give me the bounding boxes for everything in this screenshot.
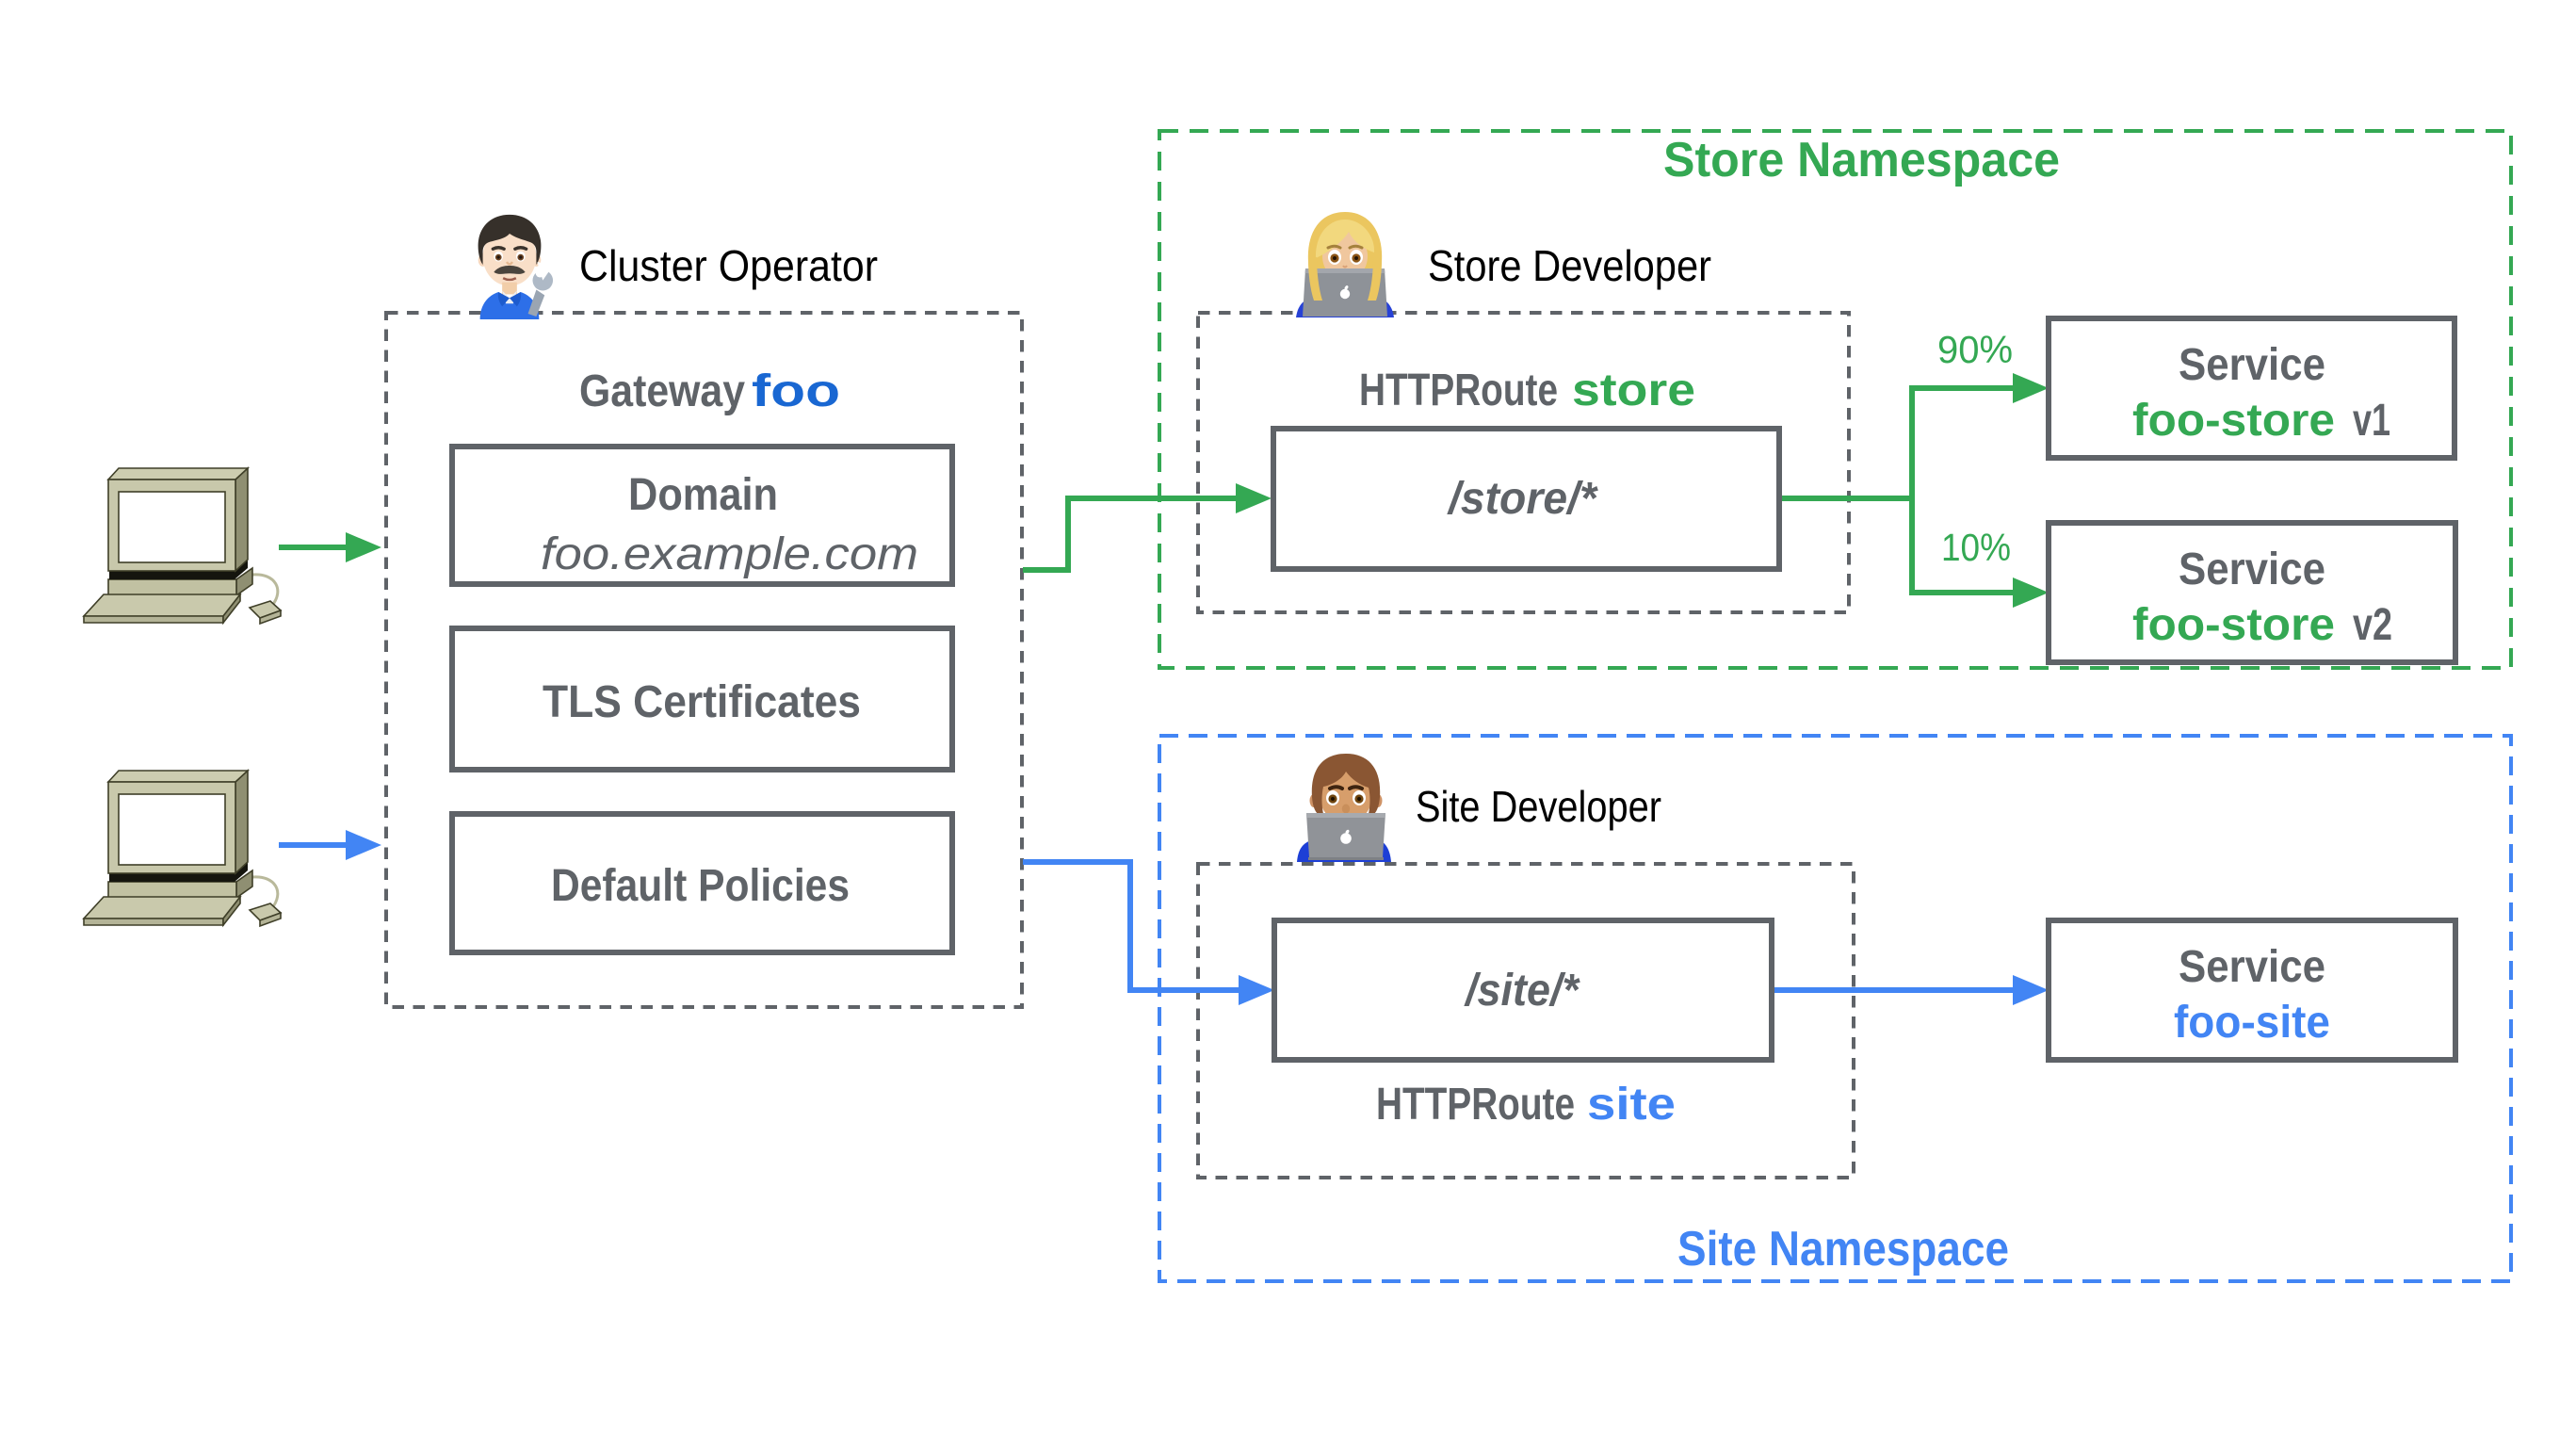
svg-text:foo.example.com: foo.example.com <box>541 529 918 579</box>
svg-text:Service: Service <box>2179 545 2325 594</box>
svg-text:TLS Certificates: TLS Certificates <box>543 677 861 727</box>
svg-text:90%: 90% <box>1937 328 2013 371</box>
svg-text:Site Namespace: Site Namespace <box>1677 1222 2009 1277</box>
svg-text:foo-store: foo-store <box>2132 396 2335 446</box>
svg-text:Store Namespace: Store Namespace <box>1663 133 2060 187</box>
svg-text:v2: v2 <box>2353 600 2392 650</box>
svg-text:Service: Service <box>2179 942 2325 992</box>
svg-text:Service: Service <box>2179 340 2325 390</box>
svg-text:Store Developer: Store Developer <box>1428 241 1711 290</box>
svg-text:foo-site: foo-site <box>2174 998 2330 1048</box>
svg-text:10%: 10% <box>1941 526 2011 569</box>
svg-text:Default Policies: Default Policies <box>551 861 850 911</box>
svg-text:Domain: Domain <box>628 470 778 520</box>
svg-text:/store/*: /store/* <box>1447 474 1598 524</box>
svg-text:v1: v1 <box>2353 396 2390 446</box>
svg-text:HTTPRoute: HTTPRoute <box>1376 1080 1575 1130</box>
svg-text:foo-store: foo-store <box>2132 600 2335 650</box>
svg-text:Gateway: Gateway <box>579 366 745 416</box>
svg-text:site: site <box>1587 1080 1676 1130</box>
svg-text:Cluster Operator: Cluster Operator <box>579 241 878 290</box>
svg-text:Site Developer: Site Developer <box>1416 782 1661 831</box>
svg-text:/site/*: /site/* <box>1464 966 1580 1016</box>
svg-text:HTTPRoute: HTTPRoute <box>1359 366 1558 415</box>
svg-text:store: store <box>1572 366 1695 415</box>
svg-text:foo: foo <box>752 366 840 416</box>
